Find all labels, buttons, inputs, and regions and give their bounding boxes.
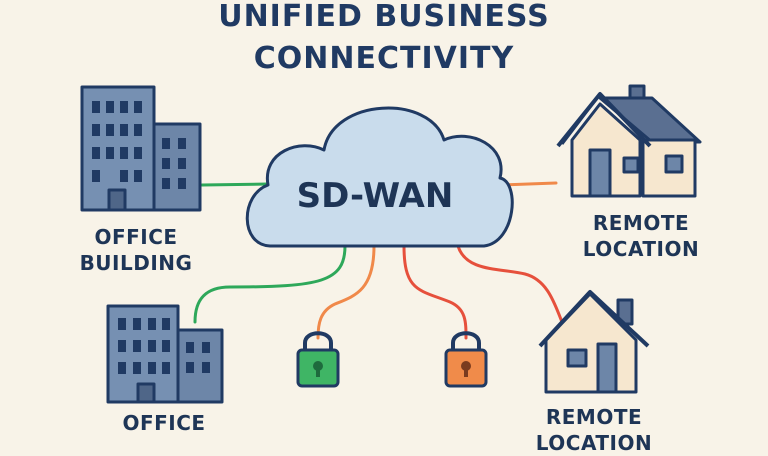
office-building-label: OFFICE BUILDING (68, 224, 204, 276)
cloud-icon (245, 106, 514, 248)
remote-location-label-bottom: REMOTE LOCATION (524, 404, 664, 456)
hub-label: SD-WAN (297, 176, 454, 216)
network-diagram: SD-WAN (80, 84, 702, 404)
link-office-building (200, 182, 270, 187)
padlock-icon (444, 331, 488, 388)
diagram-canvas: UNIFIED BUSINESS CONNECTIVITY SD-WAN (68, 0, 716, 455)
remote-location-label-top-line-2: LOCATION (582, 237, 700, 261)
link-lock-green (316, 244, 376, 340)
padlock-icon (296, 331, 340, 388)
office-building-label-line-2: BUILDING (79, 251, 193, 275)
office-building-icon (106, 304, 224, 404)
diagram-title-line-1: UNIFIED BUSINESS (218, 0, 550, 34)
remote-location-label-bottom-line-1: REMOTE (545, 405, 643, 429)
remote-location-label-bottom-line-2: LOCATION (535, 431, 653, 455)
office-building-label-line-1: OFFICE (94, 225, 178, 249)
house-icon (538, 290, 650, 394)
remote-location-label-top-line-1: REMOTE (592, 211, 690, 235)
link-lock-orange (402, 244, 468, 340)
diagram-title-line-2: CONNECTIVITY (253, 41, 515, 76)
office-building-icon (80, 85, 202, 212)
office-label-line-1: OFFICE (122, 411, 206, 435)
link-remote-location-bottom (456, 244, 564, 324)
link-office-bottom (193, 244, 347, 324)
remote-location-label-top: REMOTE LOCATION (566, 210, 716, 262)
office-label: OFFICE (100, 410, 228, 436)
house-icon (556, 84, 702, 198)
